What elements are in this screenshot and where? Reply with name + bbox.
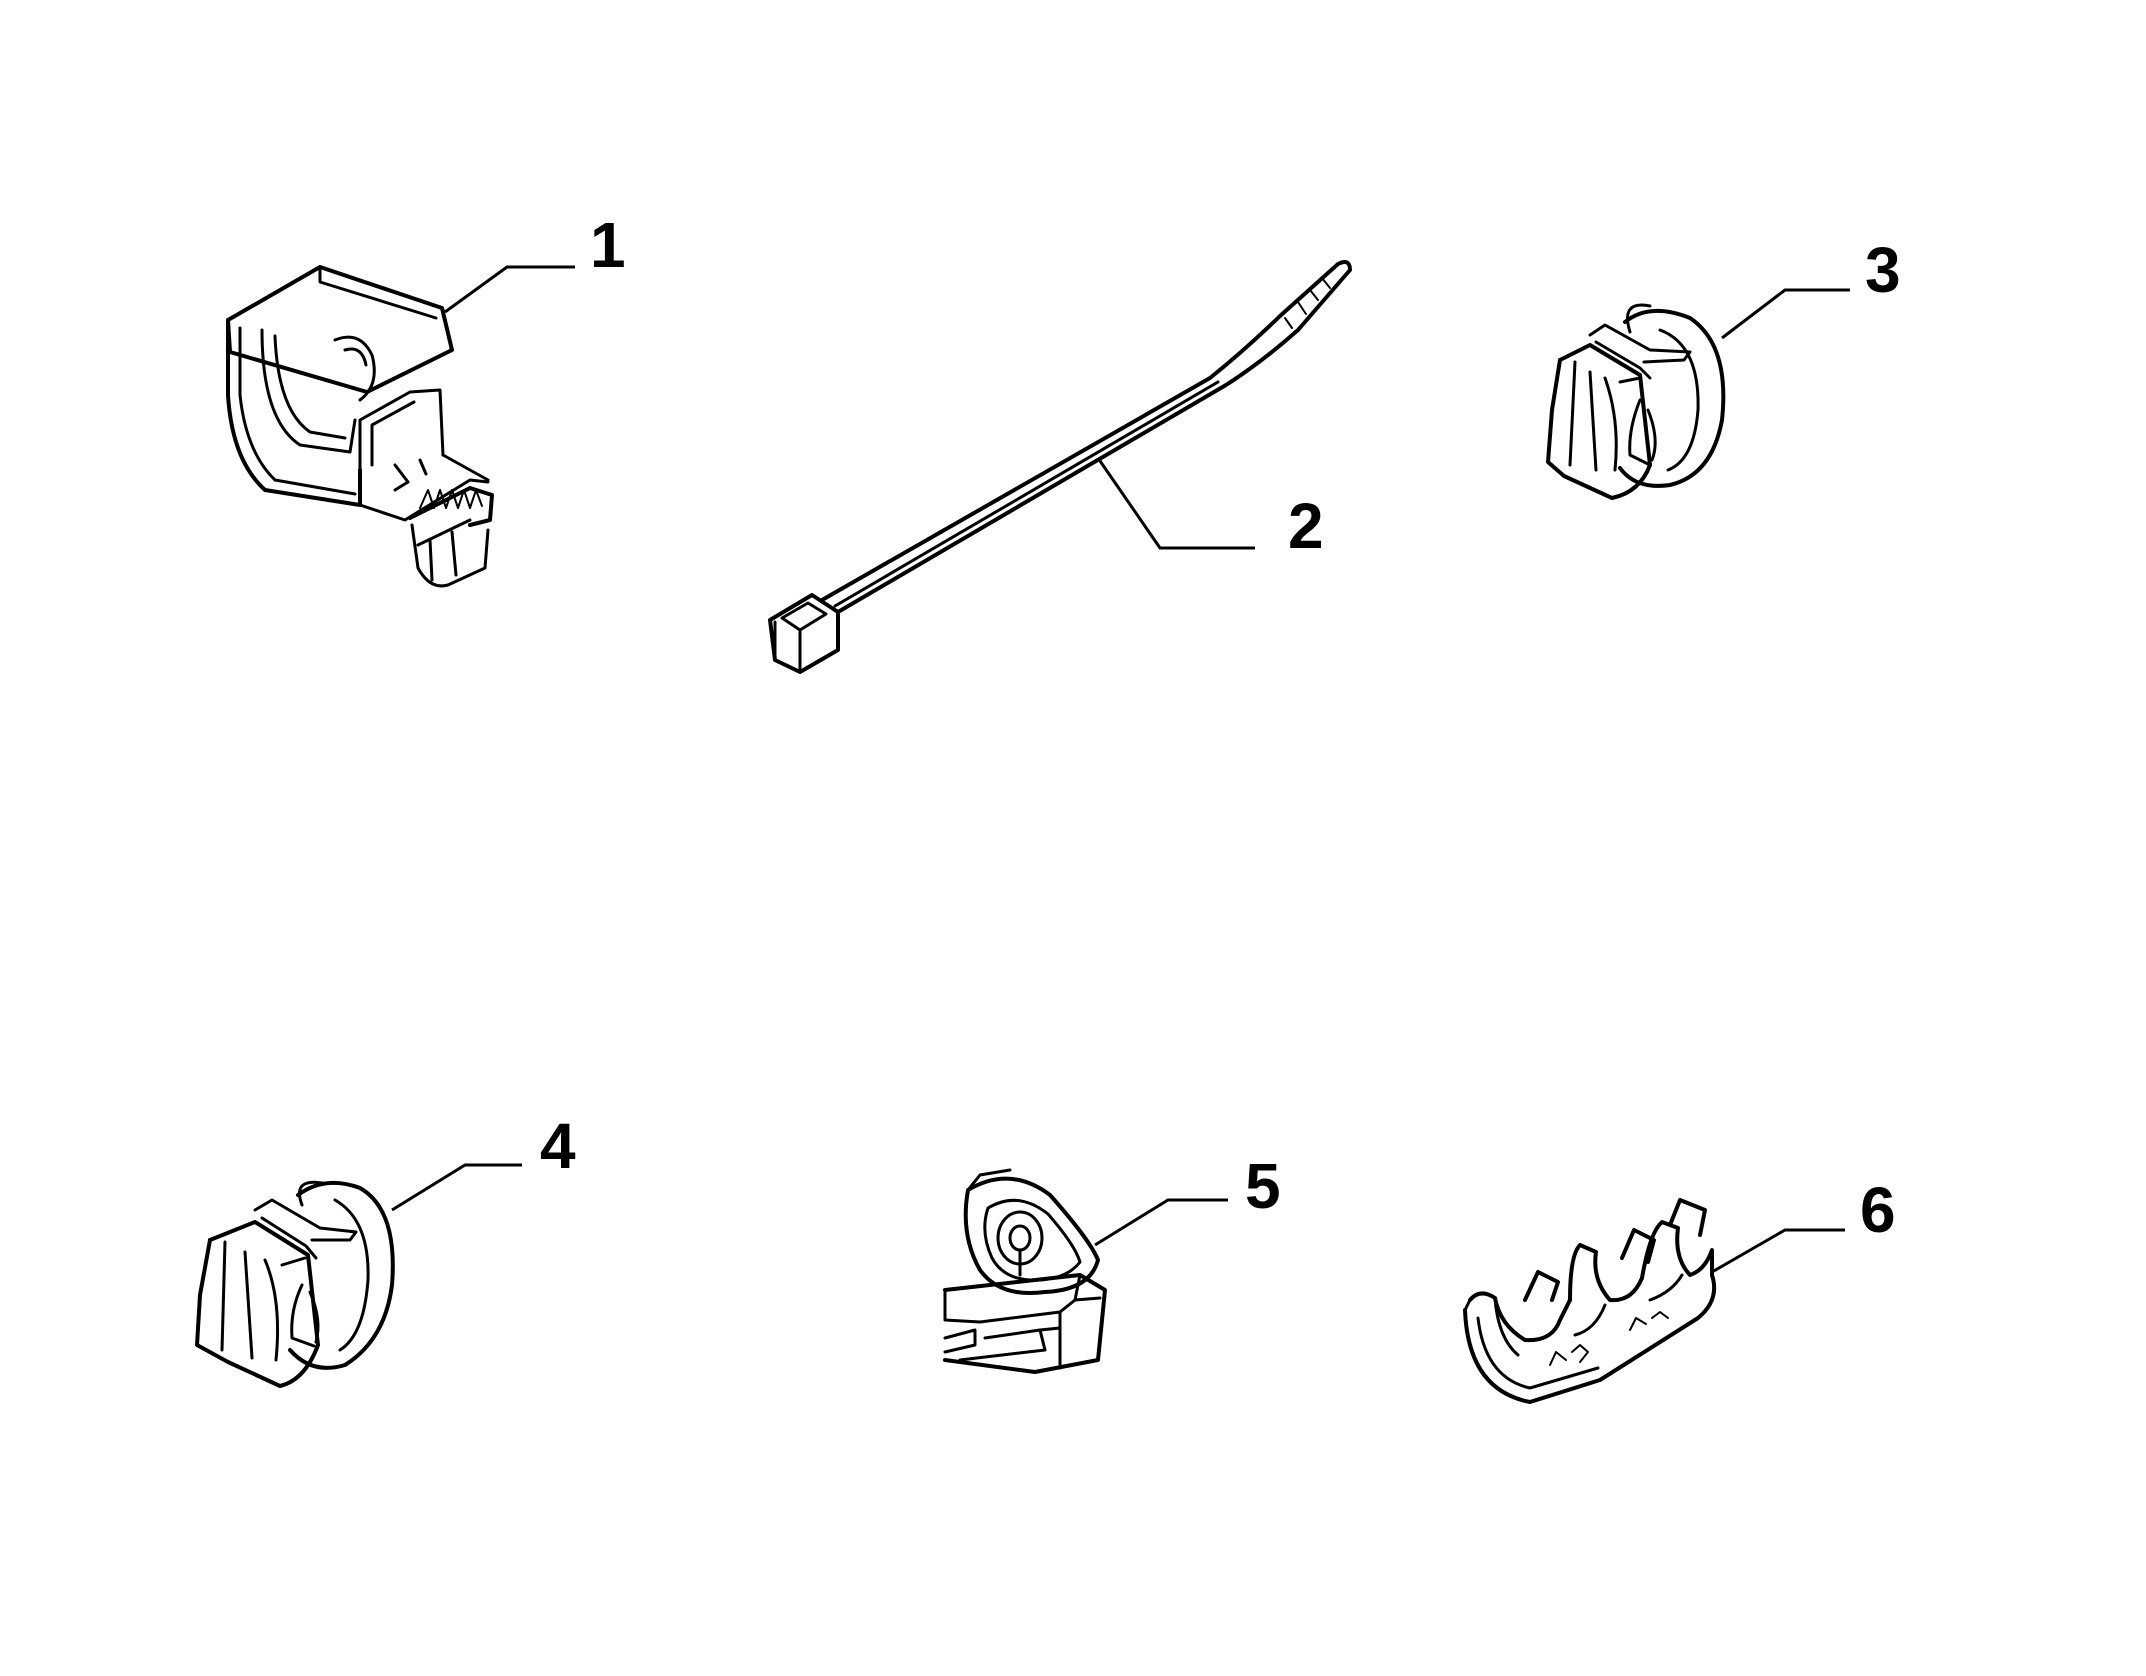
leader-line-5 <box>1094 1198 1228 1247</box>
callout-3[interactable]: 3 <box>1865 234 1901 306</box>
leader-line-3 <box>1721 288 1850 340</box>
callout-2[interactable]: 2 <box>1288 490 1324 562</box>
leader-line-1 <box>444 265 575 314</box>
callout-4[interactable]: 4 <box>540 1110 576 1182</box>
leader-line-2 <box>1096 457 1255 550</box>
callout-1[interactable]: 1 <box>590 209 626 281</box>
part-3-pipe-clip-icon[interactable] <box>1546 303 1726 500</box>
part-5-push-in-clip-icon[interactable] <box>943 1168 1107 1374</box>
part-4-pipe-clip-icon[interactable] <box>195 1180 395 1388</box>
callout-5[interactable]: 5 <box>1245 1150 1281 1222</box>
leader-line-6 <box>1711 1228 1845 1274</box>
part-1-cable-clip-icon[interactable] <box>226 265 494 588</box>
part-2-cable-tie-icon[interactable] <box>768 260 1352 674</box>
callout-6[interactable]: 6 <box>1860 1174 1896 1246</box>
part-6-triple-pipe-clip-icon[interactable] <box>1463 1198 1717 1404</box>
leader-line-4 <box>391 1163 522 1212</box>
